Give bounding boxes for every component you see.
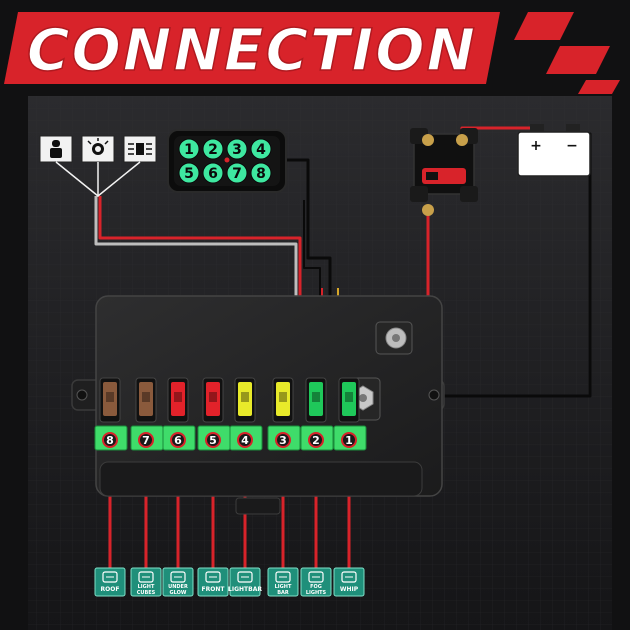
output-label-text: CUBES (137, 590, 156, 596)
output-roof: ROOF (94, 567, 126, 597)
terminal-number: 7 (142, 434, 150, 447)
switch-key-3[interactable]: 3 (226, 138, 248, 160)
fog-lights-icon (308, 571, 324, 583)
switch-key-6[interactable]: 6 (202, 162, 224, 184)
under-glow-icon (170, 571, 186, 583)
output-label-text: ROOF (101, 586, 120, 593)
output-label-text: BAR (277, 590, 289, 596)
light-cubes-icon (138, 571, 154, 583)
output-label-text: UNDER (168, 584, 188, 590)
ground-stud (345, 377, 381, 421)
terminal-4[interactable]: 4 (229, 425, 263, 451)
fuse-5[interactable] (202, 377, 224, 423)
fuse-6[interactable] (167, 377, 189, 423)
switch-key-label: 5 (184, 166, 194, 182)
terminal-2[interactable]: 2 (300, 425, 334, 451)
lightbar-icon (237, 571, 253, 583)
terminal-number: 5 (209, 434, 217, 447)
battery-positive-label: + (530, 138, 542, 154)
roof-light-icon (102, 571, 118, 583)
battery: + − (517, 124, 591, 177)
fuse-3[interactable] (272, 377, 294, 423)
page-title: CONNECTION (27, 16, 477, 84)
fuse-1[interactable] (338, 377, 360, 423)
terminal-3[interactable]: 3 (267, 425, 301, 451)
output-front: FRONT (197, 567, 229, 597)
terminal-number: 6 (174, 434, 182, 447)
power-stud (375, 321, 413, 355)
terminal-number: 2 (312, 434, 320, 447)
title-banner: CONNECTION (4, 12, 620, 94)
terminal-number: 8 (106, 434, 114, 447)
switch-key-5[interactable]: 5 (178, 162, 200, 184)
side-marker-light-icon (128, 143, 152, 155)
terminal-number: 4 (241, 434, 249, 447)
switch-key-label: 3 (232, 142, 242, 158)
terminal-5[interactable]: 5 (197, 425, 231, 451)
output-label-text: FRONT (202, 586, 226, 593)
output-lightbar: LIGHTBAR (228, 567, 262, 597)
terminal-8[interactable]: 8 (94, 425, 128, 451)
terminal-1[interactable]: 1 (333, 425, 367, 451)
circuit-breaker (410, 128, 478, 216)
switch-key-label: 4 (256, 142, 266, 158)
output-light-bar: LIGHTBAR (267, 567, 299, 597)
fuse-2[interactable] (305, 377, 327, 423)
terminal-6[interactable]: 6 (162, 425, 196, 451)
output-label-text: LIGHTS (306, 590, 327, 596)
output-label-text: GLOW (170, 590, 187, 596)
terminal-number: 3 (279, 434, 287, 447)
output-label-text: WHIP (340, 586, 359, 593)
battery-negative-label: − (566, 138, 578, 154)
switch-key-8[interactable]: 8 (250, 162, 272, 184)
output-label-text: LIGHTBAR (228, 586, 262, 593)
terminal-number: 1 (345, 434, 353, 447)
fuse-7[interactable] (135, 377, 157, 423)
switch-key-label: 8 (256, 166, 266, 182)
indicator-icon-group (39, 135, 157, 197)
switch-key-label: 2 (208, 142, 218, 158)
output-label-text: LIGHT (138, 584, 155, 590)
output-label-text: FOG (310, 584, 322, 590)
fuse-box: 8 7 6 5 4 3 2 1 (71, 295, 445, 515)
whip-flag-icon (341, 571, 357, 583)
fuse-8[interactable] (99, 377, 121, 423)
switch-key-2[interactable]: 2 (202, 138, 224, 160)
front-light-icon (205, 571, 221, 583)
light-bar-icon (275, 571, 291, 583)
switch-key-7[interactable]: 7 (226, 162, 248, 184)
switch-key-label: 6 (208, 166, 218, 182)
dome-light-icon (87, 138, 109, 155)
output-label-text: LIGHT (275, 584, 292, 590)
fuse-4[interactable] (234, 377, 256, 423)
switch-key-label: 7 (232, 166, 242, 182)
terminal-7[interactable]: 7 (130, 425, 164, 451)
output-whip: WHIP (333, 567, 365, 597)
switch-key-label: 1 (184, 142, 194, 158)
seat-icon (50, 140, 62, 158)
switch-key-1[interactable]: 1 (178, 138, 200, 160)
switch-key-4[interactable]: 4 (250, 138, 272, 160)
